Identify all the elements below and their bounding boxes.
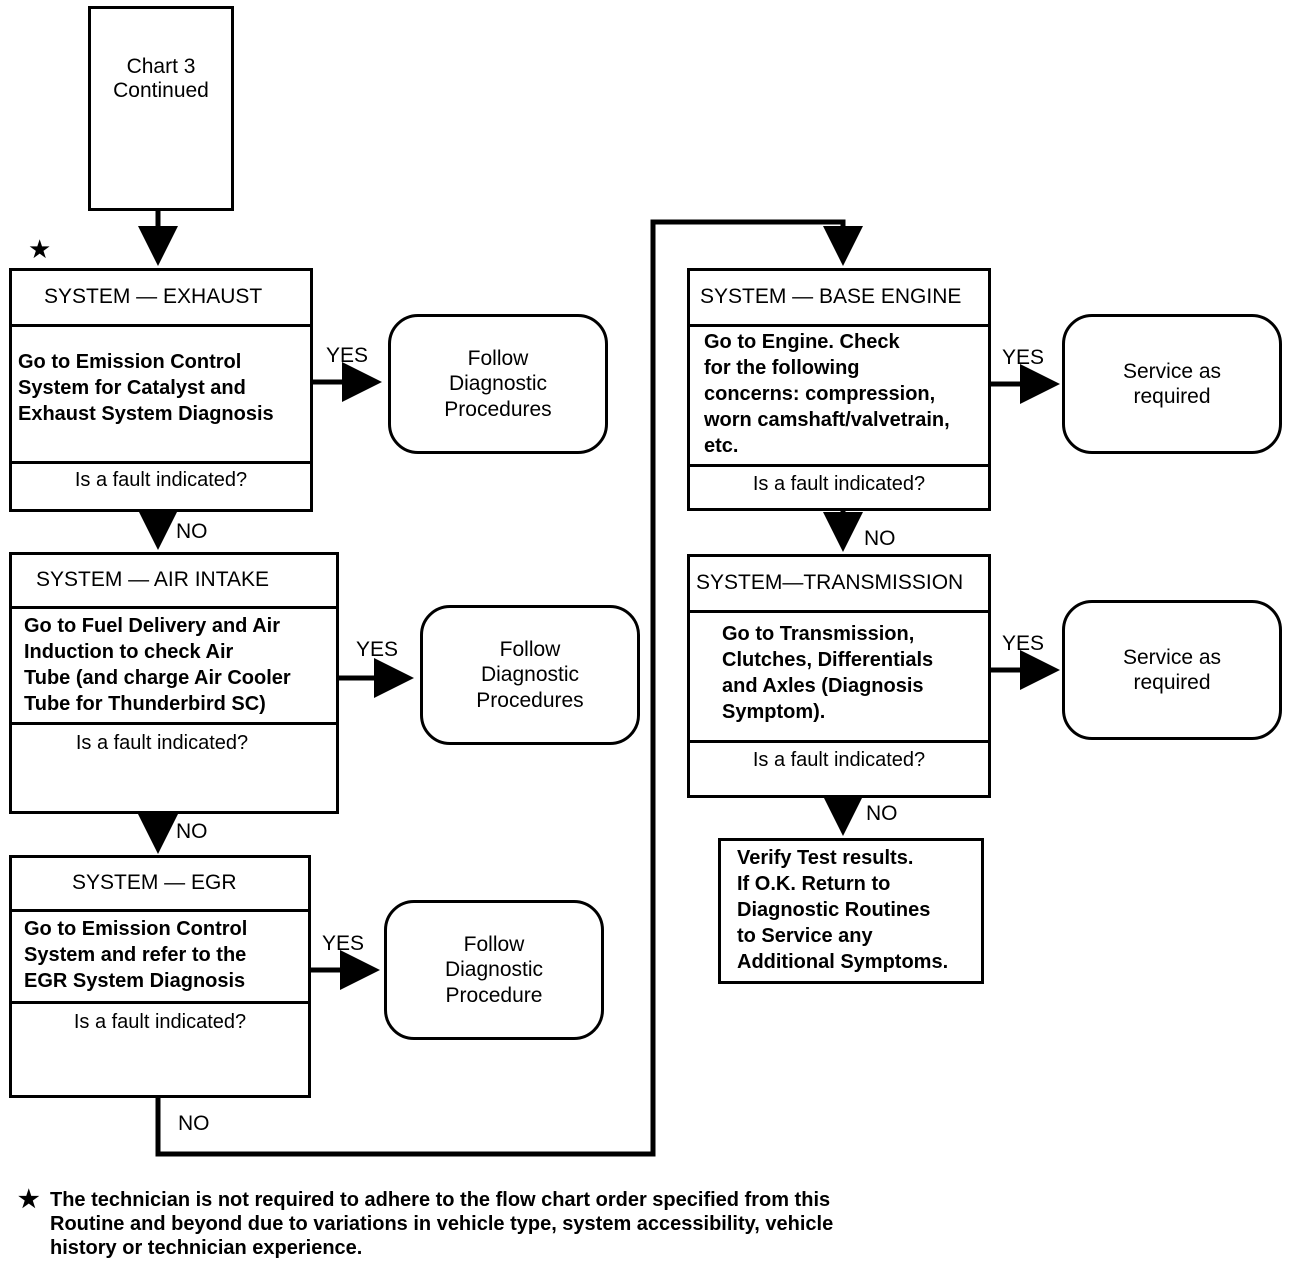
base-engine-result-line: required — [1133, 385, 1211, 408]
air-intake-body-line: Induction to check Air — [24, 641, 234, 663]
air-intake-body-line: Tube for Thunderbird SC) — [24, 693, 266, 715]
air-intake-result-line: Diagnostic — [480, 663, 580, 687]
exhaust-decision-box: SYSTEM — EXHAUST Go to Emission Control … — [9, 268, 313, 512]
footnote-line: The technician is not required to adhere… — [50, 1189, 831, 1211]
exhaust-question: Is a fault indicated? — [74, 469, 248, 491]
base-engine-instructions: Go to Engine. Check for the following co… — [690, 327, 988, 467]
air-intake-result-box: Follow Diagnostic Procedures — [420, 605, 640, 745]
base-engine-result-line: Service as — [1122, 359, 1222, 383]
verify-line: Additional Symptoms. — [737, 951, 949, 973]
air-intake-result-line: Follow — [499, 638, 561, 662]
base-engine-body-line: worn camshaft/valvetrain, — [704, 409, 950, 431]
exhaust-header-text: SYSTEM — EXHAUST — [44, 285, 263, 309]
exhaust-result-box: Follow Diagnostic Procedures — [388, 314, 608, 454]
egr-question: Is a fault indicated? — [73, 1011, 247, 1033]
air-intake-header-text: SYSTEM — AIR INTAKE — [36, 568, 269, 592]
star-icon: ★ — [28, 234, 52, 264]
egr-result-line: Diagnostic — [444, 958, 544, 982]
egr-instructions: Go to Emission Control System and refer … — [12, 912, 308, 1004]
footnote-line: Routine and beyond due to variations in … — [50, 1213, 834, 1235]
egr-no-label: NO — [178, 1112, 210, 1135]
start-box: Chart 3 Continued — [88, 6, 234, 211]
arrow-egr-no-route — [155, 219, 863, 1157]
exhaust-body-line: Go to Emission Control — [18, 351, 242, 373]
verify-line: Diagnostic Routines — [737, 899, 931, 921]
transmission-question: Is a fault indicated? — [752, 749, 926, 771]
transmission-result-box: Service as required — [1062, 600, 1282, 740]
exhaust-yes-label: YES — [326, 344, 369, 367]
base-engine-body-line: etc. — [704, 435, 739, 457]
exhaust-result-line: Diagnostic — [448, 372, 548, 396]
transmission-body-line: Symptom). — [722, 701, 826, 723]
base-engine-header-text: SYSTEM — BASE ENGINE — [700, 285, 962, 309]
air-intake-question: Is a fault indicated? — [75, 732, 249, 754]
base-engine-result-box: Service as required — [1062, 314, 1282, 454]
transmission-body-line: and Axles (Diagnosis — [722, 675, 924, 697]
egr-result-box: Follow Diagnostic Procedure — [384, 900, 604, 1040]
exhaust-header: SYSTEM — EXHAUST — [12, 271, 310, 327]
base-engine-body-line: Go to Engine. Check — [704, 331, 900, 353]
egr-result-line: Follow — [463, 933, 525, 957]
egr-header: SYSTEM — EGR — [12, 858, 308, 912]
exhaust-result-line: Follow — [467, 347, 529, 371]
egr-yes-label: YES — [322, 932, 365, 955]
transmission-header-text: SYSTEM—TRANSMISSION — [696, 571, 964, 595]
transmission-no-label: NO — [866, 802, 898, 825]
base-engine-body-line: concerns: compression, — [704, 383, 936, 405]
base-engine-body-line: for the following — [704, 357, 860, 379]
exhaust-no-label: NO — [176, 520, 208, 543]
transmission-result-line: required — [1133, 671, 1211, 694]
air-intake-instructions: Go to Fuel Delivery and Air Induction to… — [12, 609, 336, 725]
air-intake-header: SYSTEM — AIR INTAKE — [12, 555, 336, 609]
exhaust-body-line: System for Catalyst and — [18, 377, 246, 399]
base-engine-yes-label: YES — [1002, 346, 1045, 369]
verify-box: Verify Test results. If O.K. Return to D… — [718, 838, 984, 984]
air-intake-body-line: Tube (and charge Air Cooler — [24, 667, 291, 689]
transmission-instructions: Go to Transmission, Clutches, Differenti… — [690, 613, 988, 743]
air-intake-result-line: Procedures — [476, 688, 584, 712]
exhaust-body-line: Exhaust System Diagnosis — [18, 403, 274, 425]
exhaust-instructions: Go to Emission Control System for Cataly… — [12, 327, 310, 464]
air-intake-no-label: NO — [176, 820, 208, 843]
verify-line: If O.K. Return to — [737, 873, 891, 895]
egr-header-text: SYSTEM — EGR — [72, 871, 237, 895]
egr-decision-box: SYSTEM — EGR Go to Emission Control Syst… — [9, 855, 311, 1098]
footnote: ★ The technician is not required to adhe… — [18, 1186, 834, 1260]
egr-body-line: Go to Emission Control — [24, 918, 248, 940]
start-line-2: Continued — [113, 78, 209, 102]
footnote-star-icon: ★ — [18, 1186, 40, 1213]
egr-body-line: System and refer to the — [24, 944, 247, 966]
air-intake-body-line: Go to Fuel Delivery and Air — [24, 615, 280, 637]
base-engine-no-label: NO — [864, 527, 896, 550]
verify-line: to Service any — [737, 925, 873, 947]
transmission-body-line: Clutches, Differentials — [722, 649, 934, 671]
transmission-decision-box: SYSTEM—TRANSMISSION Go to Transmission, … — [687, 554, 991, 798]
air-intake-decision-box: SYSTEM — AIR INTAKE Go to Fuel Delivery … — [9, 552, 339, 814]
footnote-line: history or technician experience. — [50, 1237, 363, 1259]
transmission-header: SYSTEM—TRANSMISSION — [690, 557, 988, 613]
base-engine-header: SYSTEM — BASE ENGINE — [690, 271, 988, 327]
egr-result-line: Procedure — [445, 983, 543, 1007]
start-line-1: Chart 3 — [126, 55, 196, 79]
air-intake-yes-label: YES — [356, 638, 399, 661]
exhaust-result-line: Procedures — [444, 397, 552, 421]
egr-body-line: EGR System Diagnosis — [24, 970, 246, 992]
transmission-body-line: Go to Transmission, — [722, 623, 915, 645]
verify-line: Verify Test results. — [737, 847, 914, 869]
base-engine-question: Is a fault indicated? — [752, 473, 926, 495]
transmission-result-line: Service as — [1122, 645, 1222, 669]
transmission-yes-label: YES — [1002, 632, 1045, 655]
base-engine-decision-box: SYSTEM — BASE ENGINE Go to Engine. Check… — [687, 268, 991, 511]
